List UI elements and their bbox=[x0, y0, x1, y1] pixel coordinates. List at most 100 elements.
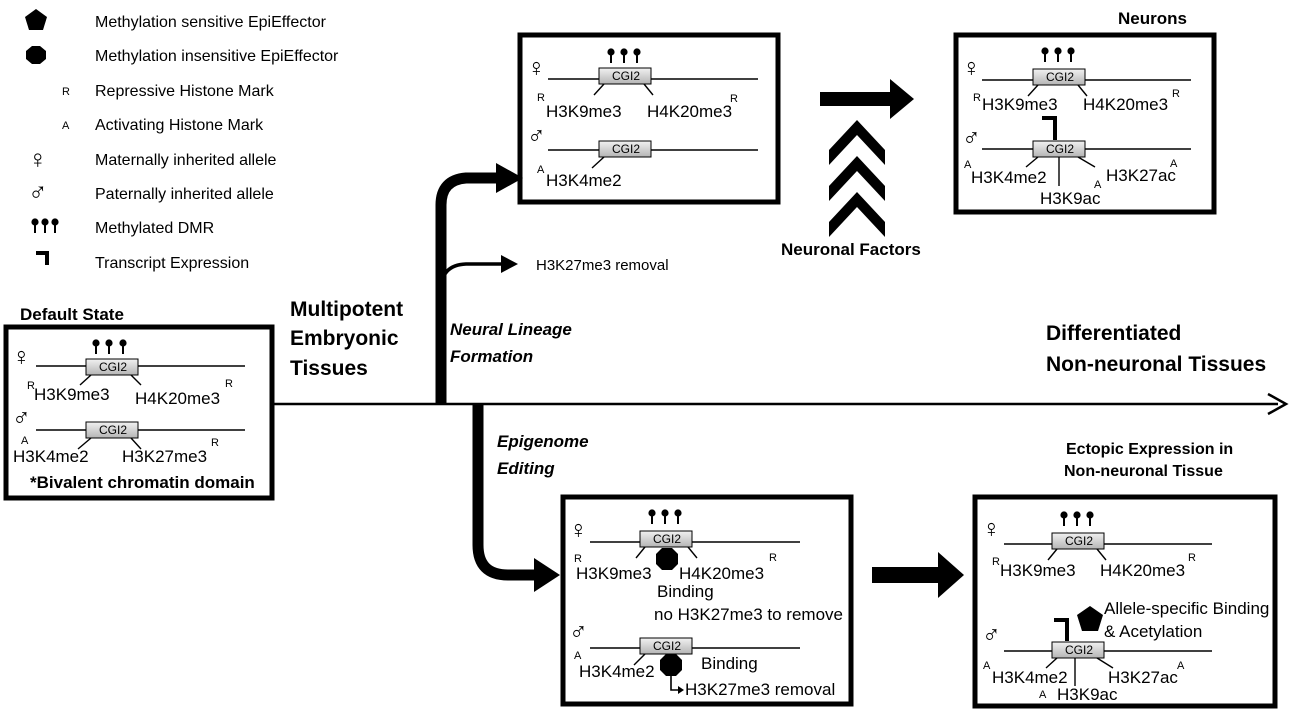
male-symbol-icon: ♂ bbox=[12, 404, 31, 432]
bivalent-note: *Bivalent chromatin domain bbox=[30, 473, 255, 492]
repressive-mark-icon: R bbox=[992, 556, 1000, 568]
neurons-title: Neurons bbox=[1118, 9, 1187, 28]
default-state-box: ♀ CGI2 R H3K9me3 H4K20me3 R ♂ CGI2 A H3K… bbox=[3, 324, 275, 501]
female-symbol-icon: ♀ bbox=[527, 54, 546, 82]
mark-label: H3K4me2 bbox=[971, 168, 1047, 187]
cgi-label: CGI2 bbox=[99, 423, 127, 437]
neural-lineage-box: ♀ CGI2 R H3K9me3 H4K20me3 R ♂ CGI2 A H3K… bbox=[517, 32, 781, 205]
female-symbol-icon: ♀ bbox=[962, 54, 981, 82]
activating-mark-icon: A bbox=[983, 660, 991, 672]
mark-label: H4K20me3 bbox=[679, 564, 764, 583]
mark-label: H3K9ac bbox=[1057, 685, 1118, 704]
legend: Methylation sensitive EpiEffector Methyl… bbox=[25, 9, 339, 272]
legend-label: Methylation insensitive EpiEffector bbox=[95, 48, 339, 65]
male-symbol-icon: ♂ bbox=[28, 177, 48, 207]
legend-label: Methylation sensitive EpiEffector bbox=[95, 14, 327, 31]
repressive-mark-icon: R bbox=[1188, 552, 1196, 564]
neural-lineage-label: Neural Lineage bbox=[450, 320, 572, 339]
mark-label: H3K4me2 bbox=[579, 662, 655, 681]
female-symbol-icon: ♀ bbox=[28, 144, 48, 174]
removal-label: H3K27me3 removal bbox=[685, 680, 835, 699]
activating-mark-icon: A bbox=[1039, 689, 1047, 701]
legend-label: Methylated DMR bbox=[95, 220, 214, 237]
mark-label: H3K9me3 bbox=[546, 102, 622, 121]
repressive-mark-icon: R bbox=[769, 552, 777, 564]
cgi-label: CGI2 bbox=[653, 532, 681, 546]
cgi-label: CGI2 bbox=[612, 142, 640, 156]
epigenome-editing-label: Editing bbox=[497, 459, 555, 478]
activating-mark-icon: A bbox=[62, 120, 70, 132]
cgi-label: CGI2 bbox=[612, 69, 640, 83]
allele-binding-label: & Acetylation bbox=[1104, 622, 1202, 641]
legend-label: Repressive Histone Mark bbox=[95, 83, 275, 100]
multipotent-label: Tissues bbox=[290, 357, 368, 380]
legend-label: Maternally inherited allele bbox=[95, 152, 277, 169]
female-symbol-icon: ♀ bbox=[982, 515, 1001, 543]
repressive-mark-icon: R bbox=[574, 553, 582, 565]
repressive-mark-icon: R bbox=[62, 86, 70, 98]
mark-label: H3K27me3 bbox=[122, 447, 207, 466]
neural-lineage-label: Formation bbox=[450, 347, 533, 366]
cgi-label: CGI2 bbox=[1065, 534, 1093, 548]
activating-mark-icon: A bbox=[1094, 179, 1102, 191]
cgi-label: CGI2 bbox=[1046, 142, 1074, 156]
activating-mark-icon: A bbox=[964, 159, 972, 171]
epigenome-editing-label: Epigenome bbox=[497, 432, 589, 451]
repressive-mark-icon: R bbox=[537, 92, 545, 104]
male-symbol-icon: ♂ bbox=[527, 122, 546, 150]
mark-label: H3K9me3 bbox=[576, 564, 652, 583]
flow-arrows bbox=[270, 79, 1289, 598]
repressive-mark-icon: R bbox=[27, 380, 35, 392]
cgi-label: CGI2 bbox=[1065, 643, 1093, 657]
no-removal-label: no H3K27me3 to remove bbox=[654, 605, 843, 624]
mark-label: H3K9me3 bbox=[1000, 561, 1076, 580]
repressive-mark-icon: R bbox=[1172, 88, 1180, 100]
neuronal-factors-label: Neuronal Factors bbox=[781, 240, 921, 259]
differentiated-label: Differentiated bbox=[1046, 322, 1181, 345]
ectopic-expression-box: ♀ CGI2 R H3K9me3 H4K20me3 R Allele-speci… bbox=[972, 494, 1278, 709]
mark-label: H3K9ac bbox=[1040, 189, 1101, 208]
mark-label: H4K20me3 bbox=[1100, 561, 1185, 580]
mark-label: H3K27ac bbox=[1108, 668, 1178, 687]
legend-label: Transcript Expression bbox=[95, 255, 249, 272]
female-symbol-icon: ♀ bbox=[12, 343, 31, 371]
male-symbol-icon: ♂ bbox=[982, 621, 1001, 649]
repressive-mark-icon: R bbox=[225, 378, 233, 390]
mark-label: H4K20me3 bbox=[647, 102, 732, 121]
multipotent-label: Multipotent bbox=[290, 298, 403, 321]
female-symbol-icon: ♀ bbox=[569, 516, 588, 544]
cgi-label: CGI2 bbox=[1046, 70, 1074, 84]
neurons-box: ♀ CGI2 R H3K9me3 H4K20me3 R ♂ CGI2 A H3K… bbox=[953, 32, 1217, 215]
bent-arrow-icon bbox=[1054, 618, 1069, 641]
repressive-mark-icon: R bbox=[730, 93, 738, 105]
lollipop-icon bbox=[30, 217, 60, 234]
pentagon-icon bbox=[1077, 606, 1103, 631]
pentagon-icon bbox=[25, 9, 47, 30]
default-state-title: Default State bbox=[20, 305, 124, 324]
differentiated-label: Non-neuronal Tissues bbox=[1046, 353, 1266, 376]
cgi-label: CGI2 bbox=[99, 360, 127, 374]
mark-label: H3K9me3 bbox=[982, 95, 1058, 114]
octagon-icon bbox=[656, 548, 678, 570]
octagon-icon bbox=[26, 46, 46, 64]
ectopic-title: Non-neuronal Tissue bbox=[1064, 463, 1223, 480]
mark-label: H3K4me2 bbox=[546, 171, 622, 190]
activating-mark-icon: A bbox=[1170, 158, 1178, 170]
bent-arrow-icon bbox=[1042, 116, 1057, 140]
male-symbol-icon: ♂ bbox=[569, 618, 588, 646]
ectopic-title: Ectopic Expression in bbox=[1066, 441, 1233, 458]
legend-label: Activating Histone Mark bbox=[95, 117, 264, 134]
epigenome-editing-box: ♀ CGI2 R H3K9me3 H4K20me3 R Binding no H… bbox=[560, 494, 854, 707]
legend-label: Paternally inherited allele bbox=[95, 186, 274, 203]
mark-label: H4K20me3 bbox=[135, 389, 220, 408]
removal-arrow-icon bbox=[670, 676, 680, 691]
bent-arrow-icon bbox=[36, 251, 49, 265]
male-symbol-icon: ♂ bbox=[962, 124, 981, 152]
binding-label: Binding bbox=[701, 654, 758, 673]
binding-label: Binding bbox=[657, 582, 714, 601]
mark-label: H3K4me2 bbox=[13, 447, 89, 466]
neuronal-factors-chevrons bbox=[829, 120, 885, 237]
mark-label: H3K4me2 bbox=[992, 668, 1068, 687]
activating-mark-icon: A bbox=[574, 650, 582, 662]
